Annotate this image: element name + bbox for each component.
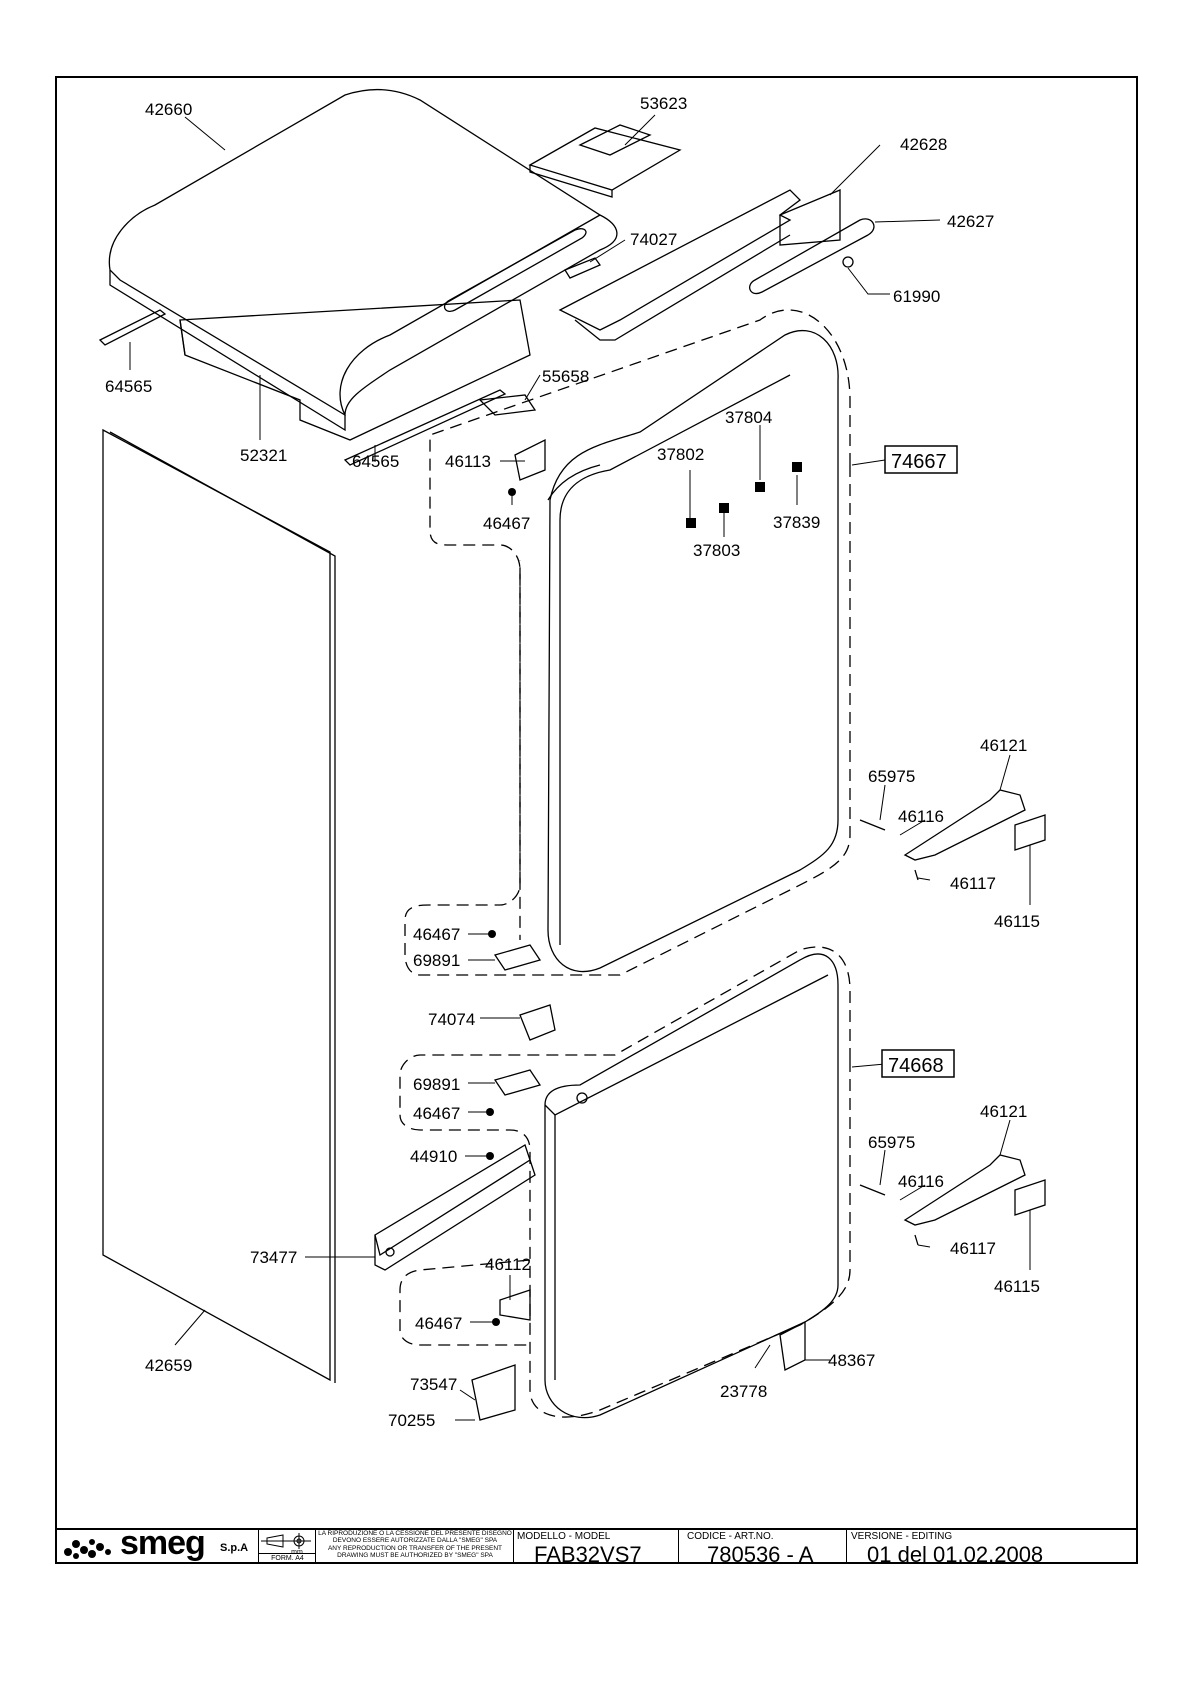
handle-upper-part: [859, 789, 1046, 881]
part-label: 46116: [898, 807, 944, 826]
model-value: FAB32VS7: [534, 1542, 642, 1567]
hinge-part: [471, 1364, 516, 1421]
hinge-bracket-part: [749, 218, 875, 295]
seal-strip-part: [98, 309, 167, 346]
part-label: 73477: [250, 1248, 297, 1267]
part-label: 46116: [898, 1172, 944, 1191]
brand-logo: smeg S.p.A: [62, 1524, 257, 1562]
part-label: 74027: [630, 230, 677, 249]
code-cell: CODICE - ART.NO. 780536 - A: [678, 1530, 846, 1567]
clip-part: [564, 257, 601, 279]
hinge-part: [478, 394, 537, 416]
part-label: 69891: [413, 951, 460, 970]
part-label: 46115: [994, 912, 1040, 931]
assembly-box-74668: [881, 1049, 955, 1078]
part-label: 48367: [828, 1351, 875, 1370]
drawing-frame: [55, 76, 1138, 1564]
assembly-number: 74668: [888, 1055, 944, 1077]
assembly-outline: [399, 1259, 531, 1346]
code-value: 780536 - A: [707, 1542, 814, 1567]
part-label: 46117: [950, 1239, 996, 1258]
part-label: 46121: [980, 736, 1027, 755]
part-label: 37802: [657, 445, 704, 464]
notice-italian: LA RIPRODUZIONE O LA CESSIONE DEL PRESEN…: [318, 1530, 512, 1544]
notice-cell: LA RIPRODUZIONE O LA CESSIONE DEL PRESEN…: [315, 1530, 513, 1562]
part-label: 42628: [900, 135, 947, 154]
mounting-rail-part: [558, 189, 841, 341]
handle-lower-part: [859, 1154, 1046, 1246]
nut-part: [842, 256, 854, 268]
hinge-part: [779, 1320, 806, 1371]
form-cell: FORM. A4: [258, 1553, 315, 1562]
part-label: 46467: [413, 925, 460, 944]
model-cell: MODELLO - MODEL FAB32VS7: [513, 1530, 678, 1567]
part-label: 53623: [640, 94, 687, 113]
code-header: CODICE - ART.NO.: [687, 1531, 774, 1542]
assembly-outline: [404, 465, 851, 976]
hinge-part: [493, 944, 542, 971]
part-label: 69891: [413, 1075, 460, 1094]
brand-suffix: S.p.A: [220, 1542, 249, 1554]
hinge-part: [499, 1289, 531, 1321]
form-label: FORM. A4: [271, 1555, 304, 1562]
part-label: 46115: [994, 1277, 1040, 1296]
part-label: 74074: [428, 1010, 475, 1029]
part-label: 37839: [773, 513, 820, 532]
assembly-number: 74667: [891, 451, 947, 473]
part-label: 46467: [483, 514, 530, 533]
projection-symbol-icon: [261, 1533, 311, 1549]
part-label: 64565: [105, 377, 152, 396]
part-label: 61990: [893, 287, 940, 306]
brand-name: smeg: [120, 1524, 206, 1562]
leader-lines: [129, 114, 1031, 1421]
assembly-outline: [429, 309, 851, 940]
logo-dots-icon: [64, 1539, 111, 1559]
part-label: 46117: [950, 874, 996, 893]
version-cell: VERSIONE - EDITING 01 del 01.02.2008: [846, 1530, 1136, 1567]
part-label: 46121: [980, 1102, 1027, 1121]
seal-strip-part: [343, 389, 507, 466]
model-header: MODELLO - MODEL: [517, 1531, 611, 1542]
part-label: 64565: [352, 452, 399, 471]
part-label: 70255: [388, 1411, 435, 1430]
part-label: 55658: [542, 367, 589, 386]
hinge-part: [514, 438, 546, 481]
projection-cell: mm: [258, 1530, 315, 1562]
part-label: 42660: [145, 100, 192, 119]
hinge-part: [519, 1004, 556, 1041]
part-label: 46467: [415, 1314, 462, 1333]
title-block: [57, 1528, 1136, 1562]
side-panel-part: [102, 428, 336, 1383]
vent-grille-part: [374, 1144, 536, 1271]
part-label: 65975: [868, 767, 915, 786]
part-label: 73547: [410, 1375, 457, 1394]
part-label: 52321: [240, 446, 287, 465]
lower-door-part: [544, 953, 839, 1419]
units-label: mm: [291, 1549, 303, 1556]
assembly-box-74667: [884, 445, 958, 474]
part-label: 65975: [868, 1133, 915, 1152]
part-label: 46112: [485, 1255, 531, 1274]
part-label: 44910: [410, 1147, 457, 1166]
top-cover-part: [108, 88, 618, 441]
part-label: 23778: [720, 1382, 767, 1401]
part-label: 37804: [725, 408, 772, 427]
notice-english: ANY REPRODUCTION OR TRANSFER OF THE PRES…: [327, 1545, 503, 1559]
part-label: 42659: [145, 1356, 192, 1375]
upper-door-part: [547, 329, 839, 973]
version-header: VERSIONE - EDITING: [851, 1531, 953, 1542]
part-label: 37803: [693, 541, 740, 560]
display-panel-part: [528, 124, 682, 198]
hinge-part: [493, 1069, 542, 1096]
part-label: 42627: [947, 212, 994, 231]
part-label: 46113: [445, 452, 491, 471]
part-label: 46467: [413, 1104, 460, 1123]
version-value: 01 del 01.02.2008: [867, 1542, 1044, 1567]
